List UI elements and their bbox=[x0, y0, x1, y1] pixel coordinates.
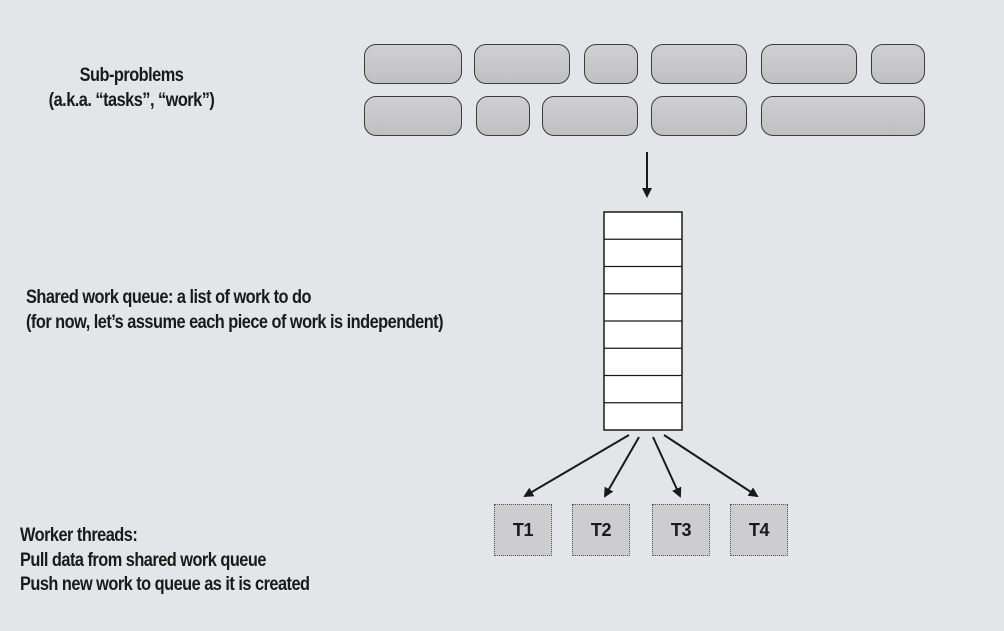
subproblems-label: Sub-problems (a.k.a. “tasks”, “work”) bbox=[24, 64, 239, 113]
thread-t4: T4 bbox=[730, 504, 788, 556]
worker-title: Worker threads: bbox=[20, 525, 138, 546]
arrow-to-t3 bbox=[652, 436, 682, 498]
arrow-to-t1 bbox=[523, 434, 630, 498]
thread-t1: T1 bbox=[494, 504, 552, 556]
task-box bbox=[651, 96, 747, 136]
subproblems-title: Sub-problems bbox=[79, 65, 184, 86]
arrow-to-t4 bbox=[663, 434, 759, 498]
task-box bbox=[651, 44, 747, 84]
thread-t2: T2 bbox=[572, 504, 630, 556]
thread-t3: T3 bbox=[652, 504, 710, 556]
subproblems-subtitle: (a.k.a. “tasks”, “work”) bbox=[48, 89, 215, 111]
task-box bbox=[474, 44, 570, 84]
task-box bbox=[364, 96, 462, 136]
arrow-to-t2 bbox=[604, 436, 640, 498]
worker-push: Push new work to queue as it is created bbox=[20, 574, 310, 596]
worker-label: Worker threads: Pull data from shared wo… bbox=[20, 524, 310, 598]
task-box bbox=[871, 44, 925, 84]
task-box bbox=[542, 96, 638, 136]
task-box bbox=[364, 44, 462, 84]
queue-note: (for now, let’s assume each piece of wor… bbox=[26, 311, 444, 333]
task-box bbox=[584, 44, 638, 84]
work-queue bbox=[603, 211, 683, 431]
queue-label: Shared work queue: a list of work to do … bbox=[26, 286, 444, 335]
queue-title: Shared work queue: a list of work to do bbox=[26, 287, 311, 308]
worker-pull: Pull data from shared work queue bbox=[20, 549, 266, 571]
task-box bbox=[761, 96, 925, 136]
task-box bbox=[476, 96, 530, 136]
task-box bbox=[761, 44, 857, 84]
